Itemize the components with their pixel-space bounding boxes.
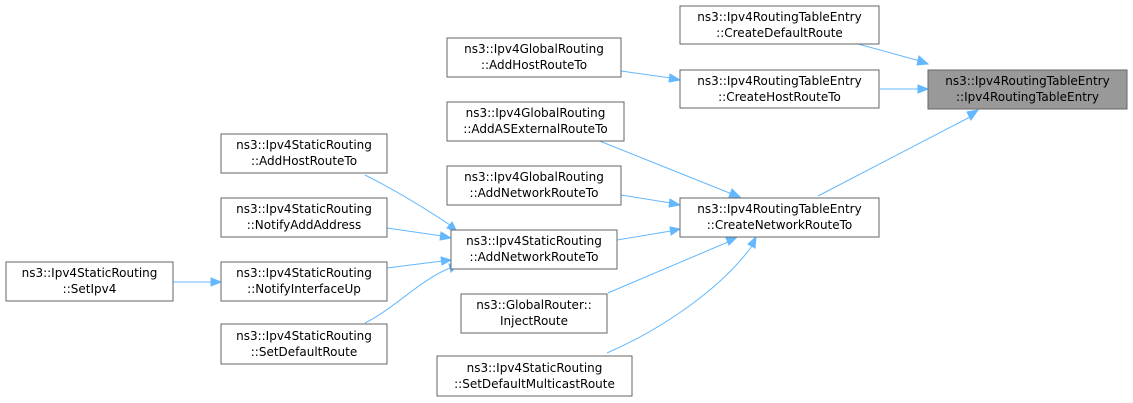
node-static-set-default-route-line2: ::SetDefaultRoute xyxy=(251,345,357,359)
edge-static-set-default-route-to-static-add-network-route-to xyxy=(364,267,451,324)
node-create-default-route[interactable]: ns3::Ipv4RoutingTableEntry ::CreateDefau… xyxy=(679,5,880,45)
node-static-set-default-multicast-route-line2: ::SetDefaultMulticastRoute xyxy=(454,377,615,391)
node-static-notify-interface-up-line2: ::NotifyInterfaceUp xyxy=(247,282,361,296)
node-create-host-route-to[interactable]: ns3::Ipv4RoutingTableEntry ::CreateHostR… xyxy=(679,69,880,109)
node-static-add-network-route-to-line2: ::AddNetworkRouteTo xyxy=(470,250,599,264)
node-create-default-route-line1: ns3::Ipv4RoutingTableEntry xyxy=(697,10,861,24)
node-global-router-inject-route-line1: ns3::GlobalRouter:: xyxy=(476,298,592,312)
edge-global-router-inject-route-to-create-network-route-to xyxy=(607,241,729,294)
edge-create-network-route-to-to-root xyxy=(817,116,971,197)
node-root[interactable]: ns3::Ipv4RoutingTableEntry ::Ipv4Routing… xyxy=(927,69,1128,110)
edge-create-default-route-to-root xyxy=(857,43,921,62)
node-static-add-host-route-to-line2: ::AddHostRouteTo xyxy=(251,154,357,168)
edge-static-notify-add-address-to-static-add-network-route-to xyxy=(386,227,443,237)
edge-static-notify-interface-up-to-static-add-network-route-to xyxy=(386,260,443,269)
node-static-add-host-route-to[interactable]: ns3::Ipv4StaticRouting ::AddHostRouteTo xyxy=(220,133,388,174)
node-static-set-default-multicast-route[interactable]: ns3::Ipv4StaticRouting ::SetDefaultMulti… xyxy=(436,355,633,397)
node-create-network-route-to-line2: ::CreateNetworkRouteTo xyxy=(707,218,853,232)
arrowhead-icon xyxy=(728,188,742,198)
edge-static-add-network-route-to-to-create-network-route-to xyxy=(616,230,672,241)
node-static-notify-interface-up-line1: ns3::Ipv4StaticRouting xyxy=(236,266,372,280)
node-global-router-inject-route-line2: InjectRoute xyxy=(500,314,568,328)
node-root-line2: ::Ipv4RoutingTableEntry xyxy=(956,90,1099,104)
arrowhead-icon xyxy=(668,198,682,208)
edges xyxy=(173,43,980,354)
node-create-host-route-to-line2: ::CreateHostRouteTo xyxy=(718,90,841,104)
node-static-notify-add-address-line2: ::NotifyAddAddress xyxy=(247,218,362,232)
node-global-add-as-external-route-to-line2: ::AddASExternalRouteTo xyxy=(463,122,607,136)
node-global-add-network-route-to[interactable]: ns3::Ipv4GlobalRouting ::AddNetworkRoute… xyxy=(446,165,622,206)
node-global-add-host-route-to-line1: ns3::Ipv4GlobalRouting xyxy=(464,42,604,56)
arrowhead-icon xyxy=(916,55,930,66)
arrowhead-icon xyxy=(210,277,223,287)
arrowhead-icon xyxy=(669,226,682,236)
node-static-set-ipv4-line1: ns3::Ipv4StaticRouting xyxy=(22,266,158,280)
node-static-add-network-route-to[interactable]: ns3::Ipv4StaticRouting ::AddNetworkRoute… xyxy=(450,229,618,270)
node-static-set-ipv4[interactable]: ns3::Ipv4StaticRouting ::SetIpv4 xyxy=(5,261,174,302)
node-global-add-host-route-to-line2: ::AddHostRouteTo xyxy=(481,58,587,72)
edge-global-add-network-route-to-to-create-network-route-to xyxy=(620,194,672,204)
node-root-line1: ns3::Ipv4RoutingTableEntry xyxy=(945,74,1109,88)
node-static-add-host-route-to-line1: ns3::Ipv4StaticRouting xyxy=(236,138,372,152)
edge-static-add-host-route-to-to-static-add-network-route-to xyxy=(364,174,451,226)
edge-global-add-as-external-route-to-to-create-network-route-to xyxy=(596,139,733,195)
node-global-add-host-route-to[interactable]: ns3::Ipv4GlobalRouting ::AddHostRouteTo xyxy=(446,37,622,78)
arrowhead-icon xyxy=(917,84,930,94)
edge-static-set-default-multicast-route-to-create-network-route-to xyxy=(606,245,753,354)
node-static-set-default-route[interactable]: ns3::Ipv4StaticRouting ::SetDefaultRoute xyxy=(220,323,388,365)
node-static-notify-add-address-line1: ns3::Ipv4StaticRouting xyxy=(236,202,372,216)
arrowhead-icon xyxy=(668,73,682,83)
node-static-set-default-multicast-route-line1: ns3::Ipv4StaticRouting xyxy=(467,361,603,375)
arrowhead-icon xyxy=(747,235,757,249)
node-static-notify-add-address[interactable]: ns3::Ipv4StaticRouting ::NotifyAddAddres… xyxy=(220,197,388,238)
node-create-host-route-to-line1: ns3::Ipv4RoutingTableEntry xyxy=(697,74,861,88)
arrowhead-icon xyxy=(966,109,980,121)
node-global-router-inject-route[interactable]: ns3::GlobalRouter:: InjectRoute xyxy=(460,293,608,334)
arrowhead-icon xyxy=(725,236,739,246)
node-global-add-network-route-to-line1: ns3::Ipv4GlobalRouting xyxy=(464,170,604,184)
node-static-add-network-route-to-line1: ns3::Ipv4StaticRouting xyxy=(466,234,602,248)
node-create-default-route-line2: ::CreateDefaultRoute xyxy=(716,26,843,40)
node-static-set-default-route-line1: ns3::Ipv4StaticRouting xyxy=(236,329,372,343)
node-static-set-ipv4-line2: ::SetIpv4 xyxy=(63,282,117,296)
node-global-add-network-route-to-line2: ::AddNetworkRouteTo xyxy=(470,186,599,200)
arrowhead-icon xyxy=(440,256,453,266)
edge-global-add-host-route-to-to-create-host-route-to xyxy=(620,70,672,79)
node-global-add-as-external-route-to-line1: ns3::Ipv4GlobalRouting xyxy=(466,106,606,120)
node-global-add-as-external-route-to[interactable]: ns3::Ipv4GlobalRouting ::AddASExternalRo… xyxy=(446,101,625,142)
node-static-notify-interface-up[interactable]: ns3::Ipv4StaticRouting ::NotifyInterface… xyxy=(220,261,388,302)
node-create-network-route-to-line1: ns3::Ipv4RoutingTableEntry xyxy=(697,202,861,216)
node-create-network-route-to[interactable]: ns3::Ipv4RoutingTableEntry ::CreateNetwo… xyxy=(679,197,880,238)
arrowhead-icon xyxy=(439,231,453,241)
